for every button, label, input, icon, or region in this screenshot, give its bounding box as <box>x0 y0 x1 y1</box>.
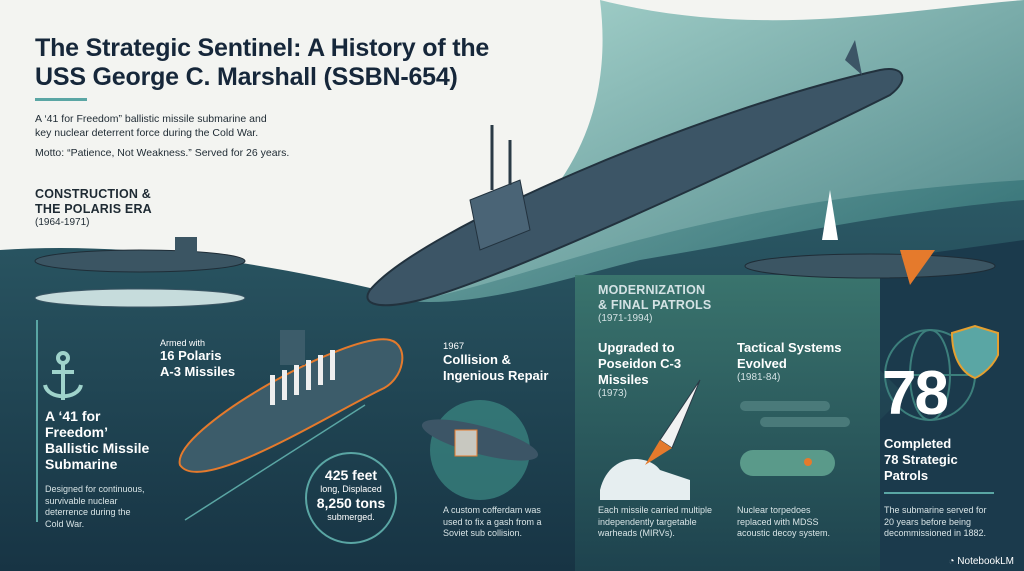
torpedoes-illustration <box>740 401 850 476</box>
globe-shield-illustration <box>884 324 999 421</box>
construction-section-heading: CONSTRUCTION &THE POLARIS ERA(1964-1971) <box>35 187 152 228</box>
small-submarines-illustration <box>34 190 996 308</box>
section-divider <box>36 320 38 522</box>
intro-text: A ‘41 for Freedom” ballistic missile sub… <box>35 113 267 139</box>
main-submarine-illustration <box>366 40 904 307</box>
page-title: The Strategic Sentinel: A History of the… <box>35 34 490 91</box>
motto-text: Motto: “Patience, Not Weakness.” Served … <box>35 147 290 159</box>
notebooklm-logo-icon: ◔ <box>948 556 958 567</box>
tactical-desc: Nuclear torpedoes replaced with MDSS aco… <box>737 505 831 538</box>
collision-repair-illustration <box>421 400 539 500</box>
patrols-desc: The submarine served for 20 years before… <box>884 505 987 538</box>
modernization-section-heading: MODERNIZATION& FINAL PATROLS(1971-1994) <box>598 283 712 324</box>
collision-desc: A custom cofferdam was used to fix a gas… <box>443 505 542 538</box>
anchor-icon <box>43 351 83 400</box>
cutaway-submarine-illustration <box>178 330 404 521</box>
patrols-divider <box>884 492 994 494</box>
patrols-count: 78 <box>882 359 949 428</box>
poseidon-desc: Each missile carried multiple independen… <box>598 505 713 538</box>
title-divider <box>35 98 87 101</box>
rocket-illustration <box>600 379 701 500</box>
freedom-desc: Designed for continuous, survivable nucl… <box>45 484 145 529</box>
notebooklm-watermark: ◔ NotebookLM <box>948 556 1014 567</box>
